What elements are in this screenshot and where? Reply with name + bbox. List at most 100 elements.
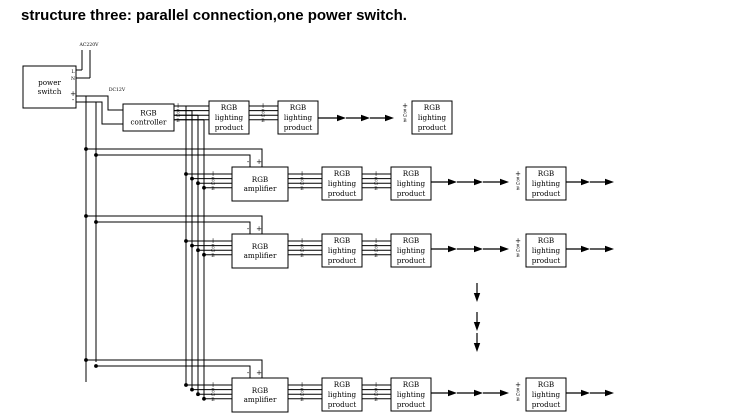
amplifier-r2-in-pin-0: + (210, 170, 216, 178)
arrow-head (473, 322, 481, 331)
lighting-product-r4-2-frame (390, 377, 432, 412)
arrow-right (457, 245, 483, 253)
power-switch-pin-plus: + (70, 90, 76, 98)
lighting-product-r2-1-pin-0: + (373, 170, 379, 178)
junction-dot (190, 243, 194, 248)
arrow-head (581, 245, 590, 253)
lighting-product-r3-1-frame (321, 233, 363, 268)
rgb-amplifier-r3-frame (231, 233, 289, 269)
wire (76, 101, 123, 125)
junction-dot (202, 252, 206, 257)
lighting-product-r3-1-pin-0: + (373, 237, 379, 245)
arrow-head (605, 389, 614, 397)
junction-dot (94, 153, 98, 157)
amplifier-r3-out-pin-0: + (299, 237, 305, 245)
rgb-controller-pin-0: + (175, 102, 181, 110)
lighting-product-r1-1-label-line2: lighting (215, 113, 244, 122)
rgb-amplifier-r2-label-line1: RGB (252, 175, 268, 184)
arrow-right (590, 178, 614, 186)
lighting-product-r2-1-label-line2: lighting (328, 179, 357, 188)
lighting-product-r3-1-label-line2: lighting (328, 246, 357, 255)
amplifier-r4-in-pin-1: R (211, 388, 215, 394)
amplifier-r3-in-pin-2: G (211, 248, 215, 254)
lighting-product-r2-3-label-line2: lighting (532, 179, 561, 188)
lighting-product-r1-3-pin-2: G (403, 113, 407, 119)
arrow-right (483, 178, 509, 186)
lighting-product-r1-2-label-line3: product (284, 123, 313, 132)
wire (86, 359, 263, 378)
junction-dot (84, 358, 88, 362)
arrow-right (483, 245, 509, 253)
junction-dot (190, 176, 194, 181)
lighting-product-r4-3-label-line1: RGB (538, 380, 554, 389)
wire (76, 95, 123, 111)
arrow-right (318, 114, 346, 122)
lighting-product-r3-2-label-line1: RGB (403, 236, 419, 245)
lighting-product-r4-1-label-line2: lighting (328, 390, 357, 399)
lighting-product-r3-3-pin-0: + (515, 237, 521, 245)
lighting-product-r1-1-pin-0: + (260, 102, 266, 110)
arrow-right (431, 245, 457, 253)
lighting-product-r2-1-pin-1: R (374, 177, 378, 183)
amplifier-r2-in-pin-2: G (211, 181, 215, 187)
junction-dot (190, 387, 194, 392)
lighting-product-r4-3-label-line2: lighting (532, 390, 561, 399)
lighting-product-r4-3-frame (525, 377, 567, 412)
lighting-product-r4-3-label-line3: product (532, 400, 561, 409)
lighting-product-r2-2-label-line2: lighting (397, 179, 426, 188)
lighting-product-r3-2-label-line3: product (397, 256, 426, 265)
lighting-product-r2-2-label-line1: RGB (403, 169, 419, 178)
junction-dot (196, 248, 200, 253)
amplifier-r2-plus: + (256, 158, 262, 166)
lighting-product-r3-1-pin-3: B (374, 253, 378, 259)
lighting-product-r4-1-pin-1: R (374, 388, 378, 394)
amplifier-r2-minus: - (247, 158, 250, 166)
amplifier-r3-plus: + (256, 225, 262, 233)
amplifier-r2-in-pin-3: B (211, 186, 215, 192)
junction-dot (94, 364, 98, 368)
arrow-head (500, 178, 509, 186)
dc12v-label: DC12V (109, 87, 126, 93)
amplifier-r3-out-pin-1: R (300, 244, 304, 250)
wire (96, 154, 251, 167)
wire (96, 365, 251, 378)
lighting-product-r2-1-pin-2: G (374, 181, 378, 187)
arrow-head (500, 389, 509, 397)
lighting-product-r3-1-label-line1: RGB (334, 236, 350, 245)
lighting-product-r1-3-label-line1: RGB (424, 103, 440, 112)
arrow-head (385, 114, 394, 122)
lighting-product-r4-1-frame (321, 377, 363, 412)
lighting-product-r2-3-pin-2: G (516, 181, 520, 187)
wire (86, 148, 263, 167)
junction-dot (84, 214, 88, 218)
rgb-amplifier-r2-label-line2: amplifier (244, 184, 277, 193)
arrow-head (448, 389, 457, 397)
arrow-head (473, 343, 481, 352)
rgb-amplifier-r3-label-line2: amplifier (244, 251, 277, 260)
lighting-product-r1-1-pin-2: G (261, 113, 265, 119)
lighting-product-r1-3-label-line3: product (418, 123, 447, 132)
lighting-product-r1-3-frame (411, 100, 453, 135)
lighting-product-r3-1-pin-2: G (374, 248, 378, 254)
lighting-product-r1-2-frame (277, 100, 319, 135)
lighting-product-r2-3-frame (525, 166, 567, 201)
ac220v-label: AC220V (79, 42, 100, 48)
lighting-product-r1-1-pin-3: B (261, 118, 265, 124)
lighting-product-r1-2-label-line1: RGB (290, 103, 306, 112)
amplifier-r3-in-pin-3: B (211, 253, 215, 259)
amplifier-r4-in-pin-2: G (211, 392, 215, 398)
lighting-product-r4-1-pin-0: + (373, 381, 379, 389)
lighting-product-r3-1-label-line3: product (328, 256, 357, 265)
